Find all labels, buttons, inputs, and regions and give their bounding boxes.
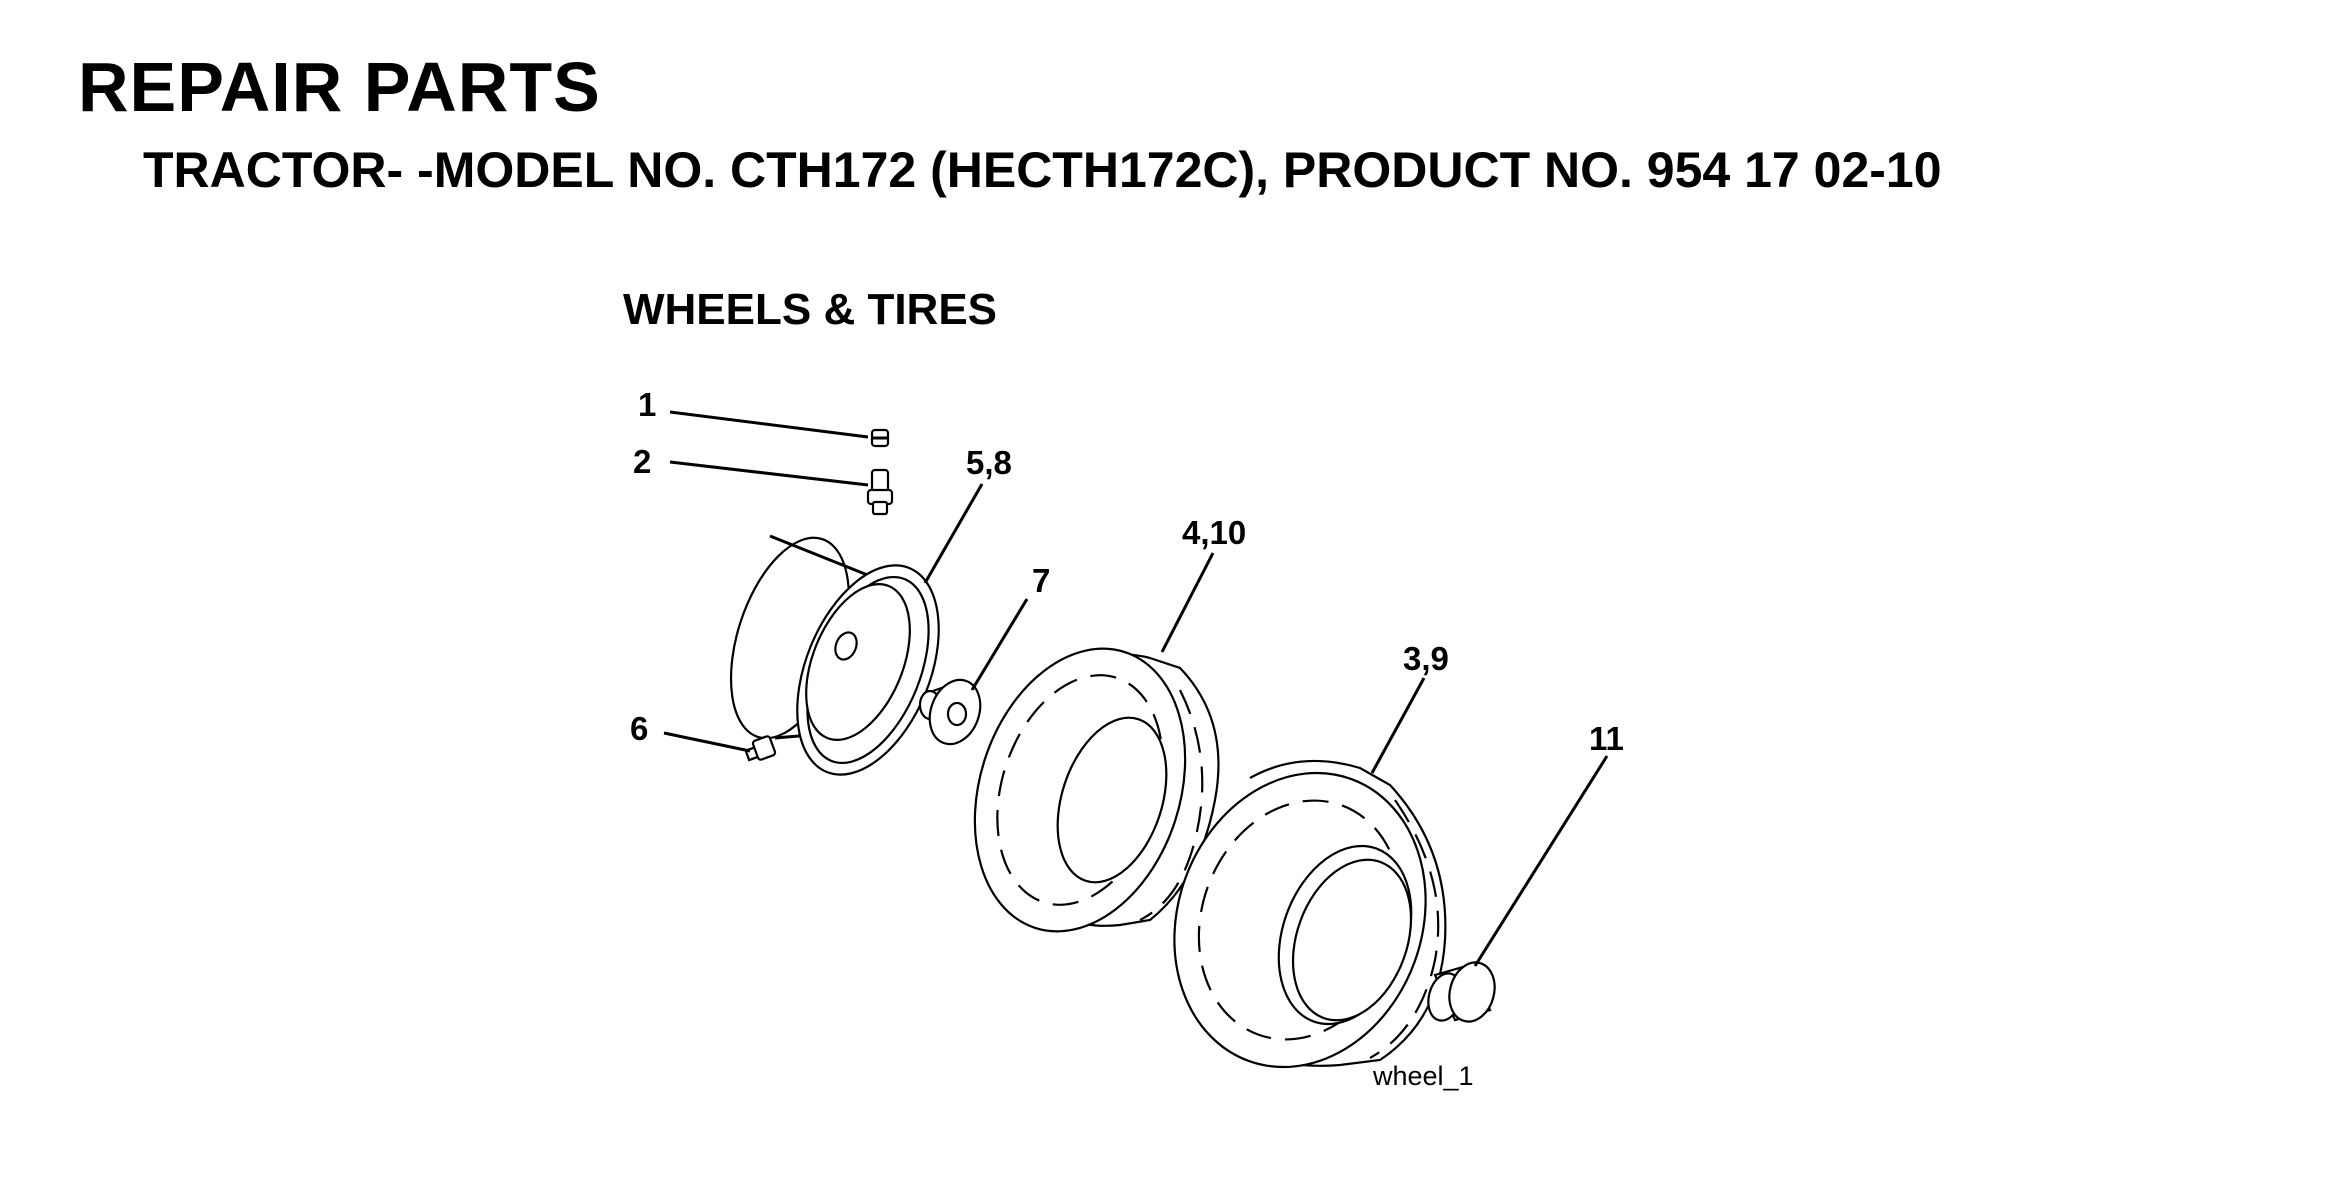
bushing-part bbox=[918, 678, 982, 746]
section-title: WHEELS & TIRES bbox=[623, 285, 998, 334]
rim-part bbox=[729, 534, 940, 776]
page-title: REPAIR PARTS bbox=[78, 48, 601, 126]
leader-3-9 bbox=[1370, 677, 1426, 774]
leader-2 bbox=[669, 460, 869, 487]
callout-2: 2 bbox=[633, 443, 651, 480]
valve-cap-part bbox=[870, 428, 890, 448]
hub-cap-part bbox=[1427, 961, 1496, 1023]
bolt-part bbox=[744, 735, 777, 762]
leader-11 bbox=[1473, 755, 1609, 967]
model-subtitle: TRACTOR- -MODEL NO. CTH172 (HECTH172C), … bbox=[143, 142, 1942, 198]
callout-11: 11 bbox=[1589, 720, 1624, 757]
leader-7 bbox=[970, 598, 1029, 691]
callout-3-9: 3,9 bbox=[1403, 640, 1449, 677]
leader-4-10 bbox=[1160, 552, 1215, 653]
callout-6: 6 bbox=[630, 710, 648, 747]
callout-1: 1 bbox=[638, 386, 656, 423]
callout-4-10: 4,10 bbox=[1182, 514, 1246, 551]
callout-7: 7 bbox=[1032, 562, 1050, 599]
leader-5-8 bbox=[923, 483, 984, 584]
leader-6 bbox=[663, 731, 751, 753]
rear-tire-part bbox=[1173, 759, 1447, 1069]
leader-1 bbox=[669, 410, 869, 439]
front-tire-part bbox=[973, 647, 1220, 933]
figure-label: wheel_1 bbox=[1372, 1061, 1474, 1091]
valve-stem-part bbox=[866, 468, 894, 516]
leader-lines bbox=[663, 410, 1609, 967]
callout-5-8: 5,8 bbox=[966, 444, 1012, 481]
